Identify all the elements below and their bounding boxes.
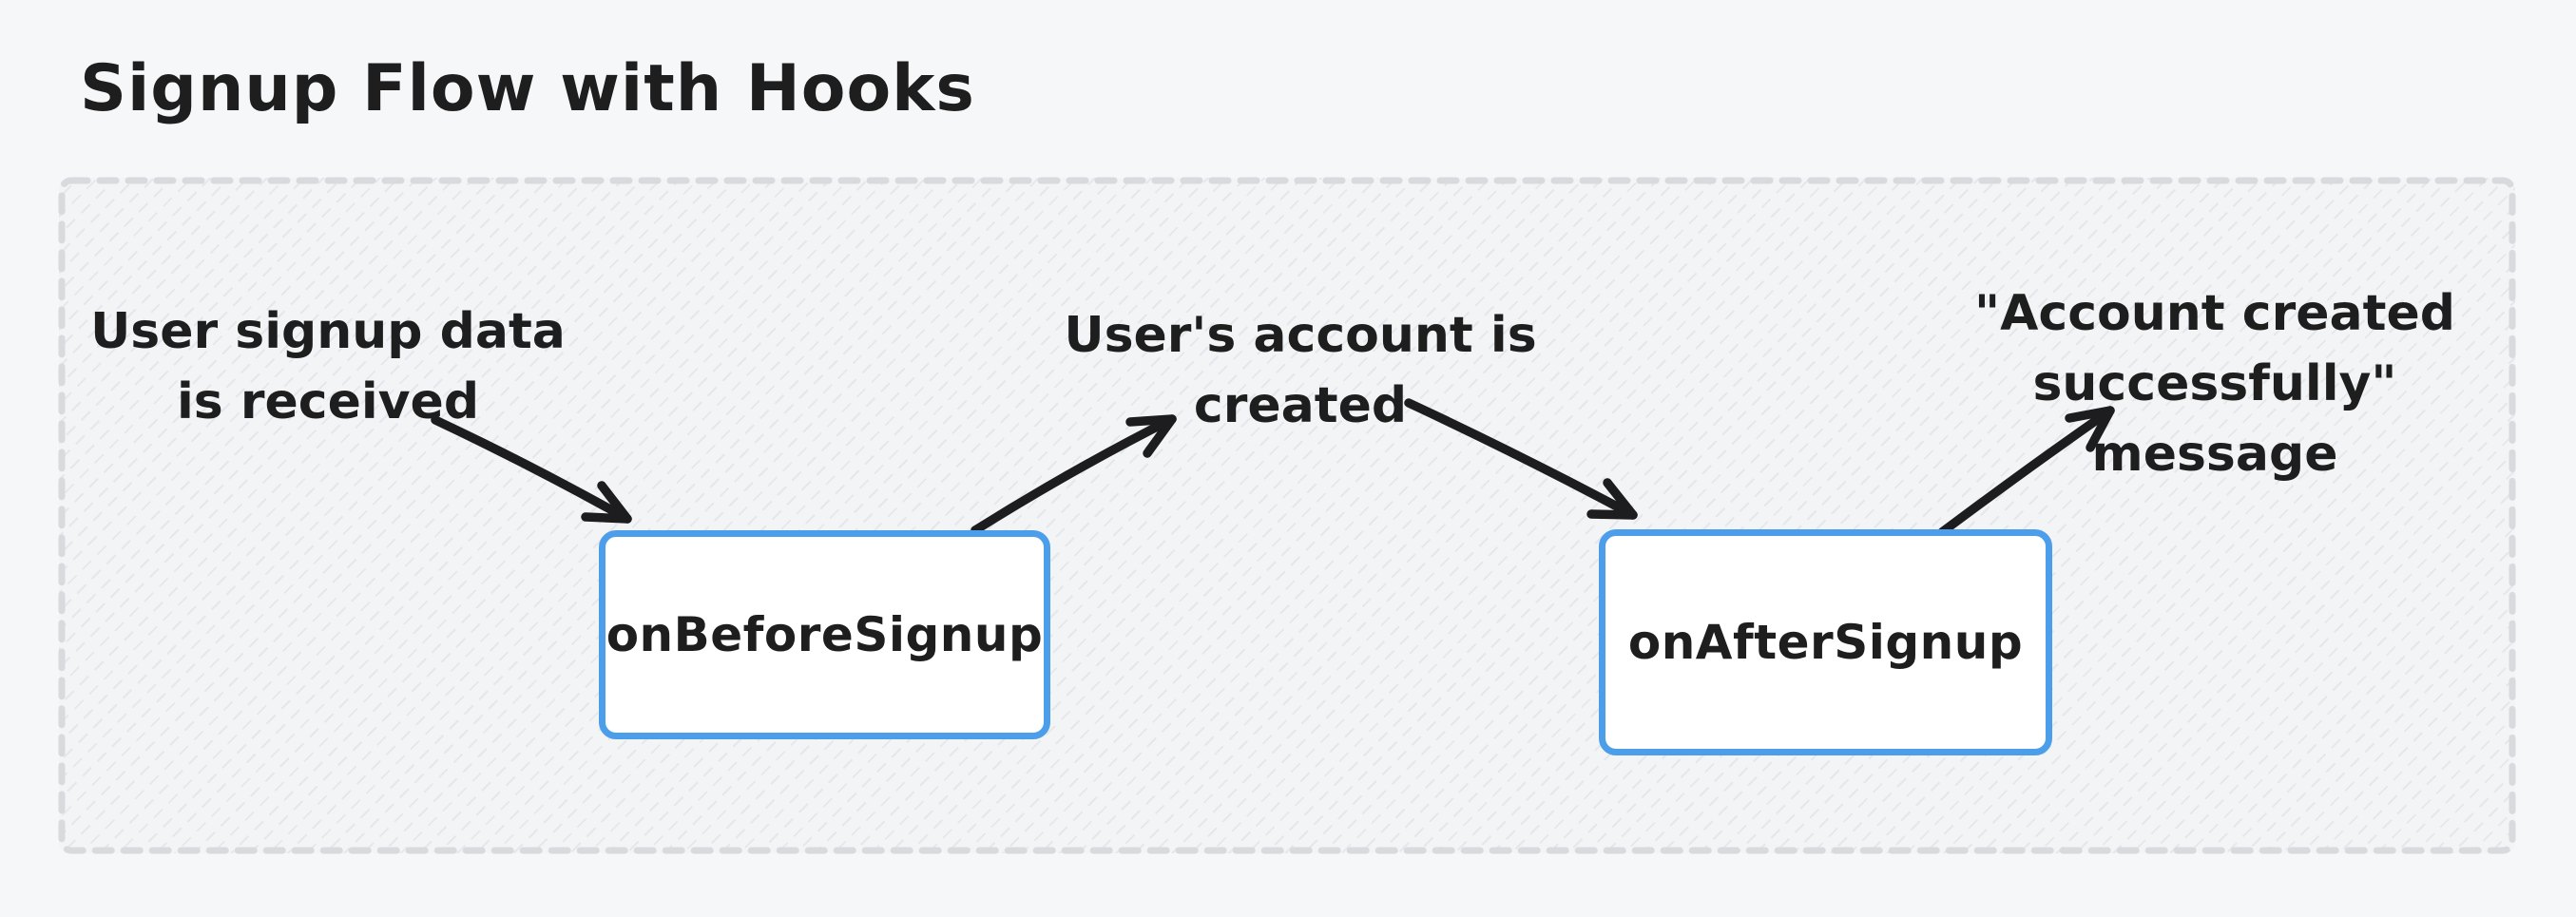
node-label: onBeforeSignup — [606, 607, 1044, 662]
arrow-head — [581, 481, 632, 524]
node-onbeforesignup: onBeforeSignup — [599, 530, 1050, 739]
arrow-head — [1586, 478, 1638, 520]
arrow-account-created-to-onaftersignup — [1404, 398, 1638, 520]
flow-frame-background — [59, 178, 2515, 853]
arrow-shaft — [1937, 406, 2115, 537]
page-title: Signup Flow with Hooks — [80, 51, 975, 126]
node-onaftersignup: onAfterSignup — [1599, 529, 2052, 755]
annotation-success-message: "Account created successfully" message — [1974, 285, 2455, 483]
arrow-head — [2065, 406, 2115, 452]
node-label: onAfterSignup — [1627, 615, 2024, 670]
arrow-onbeforesignup-to-account-created — [971, 414, 1177, 535]
arrow-shaft — [1404, 398, 1638, 520]
arrow-shaft — [971, 414, 1177, 535]
flow-frame-dashed-border — [58, 177, 2516, 854]
annotation-account-created: User's account is created — [1064, 307, 1537, 434]
arrow-shaft — [431, 415, 632, 524]
arrow-signup-data-to-onbeforesignup — [431, 415, 632, 524]
arrow-head — [1125, 414, 1177, 458]
arrow-onaftersignup-to-success-message — [1937, 406, 2115, 537]
annotation-user-signup-data: User signup data is received — [90, 303, 566, 430]
